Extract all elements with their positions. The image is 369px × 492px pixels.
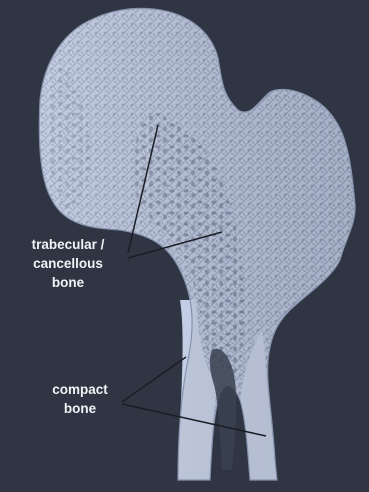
label-compact-line-1: compact bbox=[34, 380, 126, 399]
label-trabecular-line-3: bone bbox=[6, 273, 130, 292]
label-compact-line-2: bone bbox=[34, 399, 126, 418]
label-trabecular-line-2: cancellous bbox=[6, 254, 130, 273]
label-trabecular-line-1: trabecular / bbox=[6, 235, 130, 254]
label-compact-bone: compact bone bbox=[34, 380, 126, 418]
label-trabecular-cancellous-bone: trabecular / cancellous bone bbox=[6, 235, 130, 292]
leader-line-compact-1 bbox=[122, 357, 186, 402]
